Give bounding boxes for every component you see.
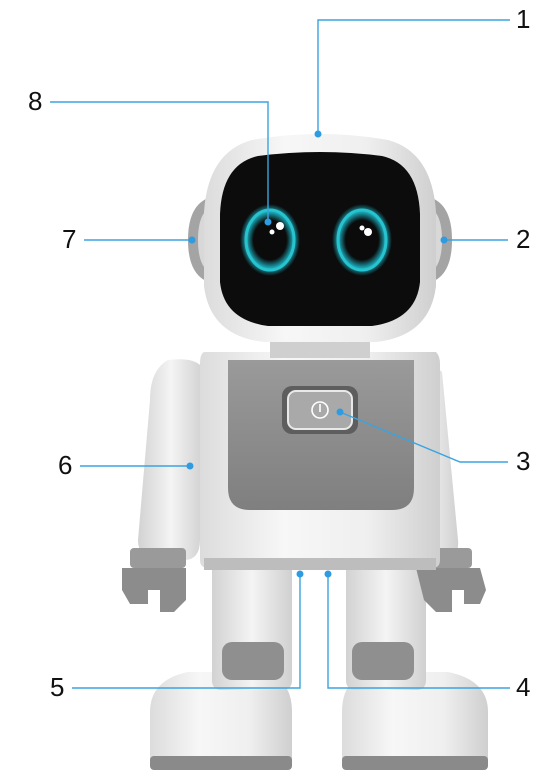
callout-label-4: 4 <box>516 674 530 700</box>
leader-dot-6 <box>187 463 194 470</box>
leader-dot-1 <box>315 131 322 138</box>
callout-label-3: 3 <box>516 448 530 474</box>
leader-dot-5 <box>297 571 304 578</box>
leader-dot-4 <box>325 571 332 578</box>
left-arm <box>122 359 204 612</box>
callout-label-7: 7 <box>62 226 76 252</box>
callout-label-2: 2 <box>516 226 530 252</box>
eye-right <box>332 204 392 276</box>
leader-dot-8 <box>265 219 272 226</box>
power-button <box>282 386 358 434</box>
leader-dot-7 <box>189 237 196 244</box>
torso <box>200 352 440 570</box>
leader-dot-2 <box>441 237 448 244</box>
right-leg <box>346 568 426 690</box>
head <box>204 134 436 342</box>
callout-label-1: 1 <box>516 6 530 32</box>
eye-left <box>240 204 300 276</box>
leader-dot-3 <box>337 409 344 416</box>
callout-label-8: 8 <box>28 88 42 114</box>
left-leg <box>212 568 292 690</box>
leader-line-1 <box>318 20 510 134</box>
callout-label-6: 6 <box>58 452 72 478</box>
callout-label-5: 5 <box>50 674 64 700</box>
